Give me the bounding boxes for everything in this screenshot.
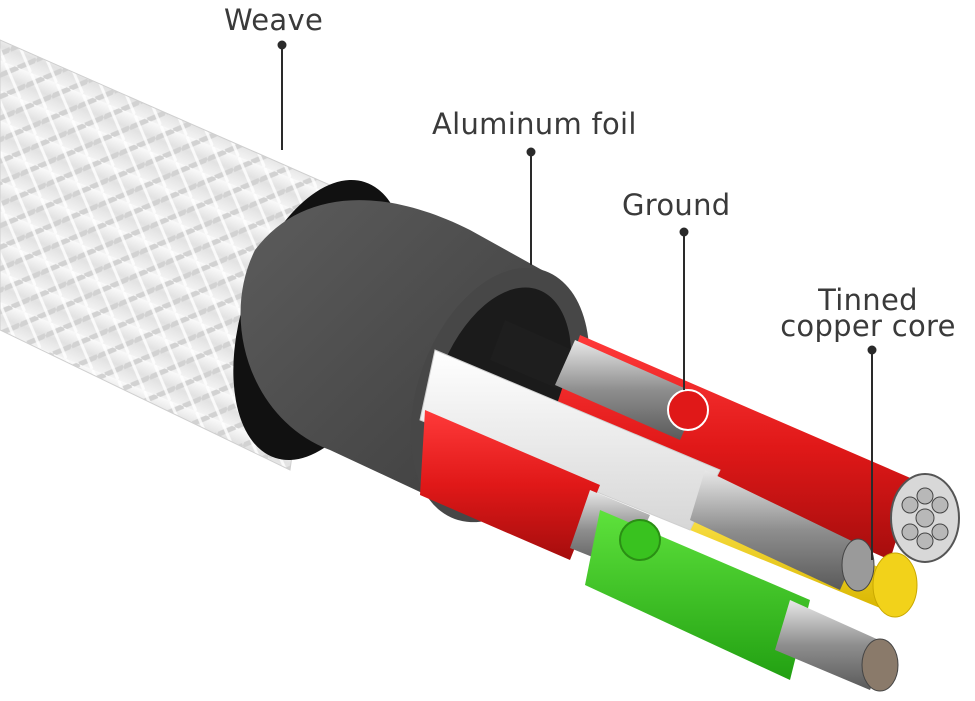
ground-wire bbox=[555, 335, 960, 563]
tinned-label-line2: copper core bbox=[780, 309, 956, 343]
foil-leader-dot bbox=[526, 147, 536, 157]
aluminum-foil-label: Aluminum foil bbox=[432, 107, 637, 141]
ground-leader-dot bbox=[679, 227, 689, 237]
white-wire bbox=[419, 349, 875, 592]
ground-label: Ground bbox=[622, 188, 731, 222]
weave-leader-dot bbox=[277, 40, 287, 50]
tinned-copper-core-label: Tinned copper core bbox=[773, 283, 963, 343]
weave-label: Weave bbox=[224, 3, 324, 37]
green-wire bbox=[585, 510, 899, 692]
leader-lines bbox=[277, 40, 877, 560]
tinned-leader-dot bbox=[867, 345, 877, 355]
tinned-label-line1: Tinned bbox=[818, 283, 918, 317]
